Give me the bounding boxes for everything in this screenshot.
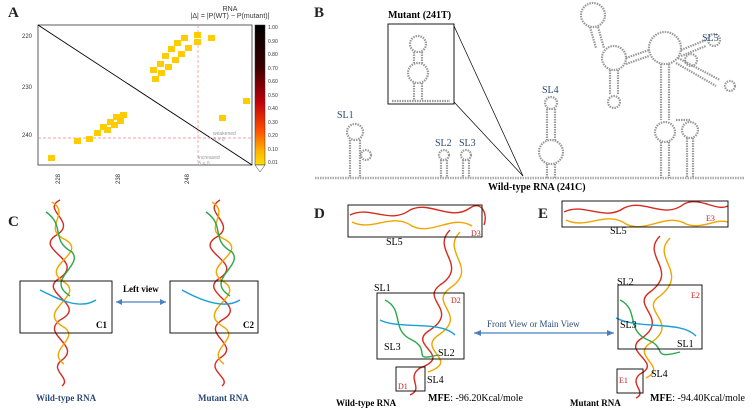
- panel-a-title-line2: |Δ| = |P(WT) − P(mutant)|: [190, 13, 270, 20]
- d-label-d1: D1: [398, 382, 408, 391]
- wildtype-3d-model: [39, 199, 97, 387]
- arrowhead-left: [116, 299, 122, 305]
- e-label-sl1: SL1: [677, 339, 694, 350]
- caption-mutant-c: Mutant RNA: [198, 393, 249, 403]
- cb-tick: 0.40: [268, 106, 278, 112]
- e-label-e3: E3: [706, 214, 715, 223]
- box-c1: [19, 280, 113, 334]
- cb-tick: 0.50: [268, 92, 278, 99]
- inset-zoom-line: [453, 25, 524, 177]
- annotation-weakened-text: weakened: [213, 131, 236, 137]
- label-sl1: SL1: [337, 110, 354, 121]
- panel-a-title-line1: RNA: [222, 6, 238, 13]
- cb-tick: 1.00: [268, 25, 278, 31]
- mfe-mutant: MFE: -94.40Kcal/mole: [650, 393, 745, 404]
- mutant-front-model: [563, 201, 729, 399]
- y-tick-240: 240: [22, 133, 33, 139]
- d-label-sl2: SL2: [438, 348, 455, 359]
- cb-tick: 0.20: [268, 133, 278, 139]
- e-label-sl2: SL2: [617, 277, 634, 288]
- panel-letter-a: A: [8, 5, 19, 21]
- mfe-wildtype: MFE: -96.20Kcal/mole: [428, 393, 523, 404]
- colorbar-tick-labels: 1.00 0.90 0.80 0.70 0.60 0.50 0.40 0.30 …: [268, 22, 278, 171]
- label-sl5: SL5: [702, 33, 719, 44]
- cb-tick: 0.01: [268, 160, 278, 166]
- heatmap-cells: [48, 32, 250, 161]
- label-sl3: SL3: [459, 138, 476, 149]
- caption-wildtype-c: Wild-type RNA: [36, 393, 97, 403]
- box-d1: [395, 366, 426, 392]
- wildtype-front-model: [349, 205, 486, 396]
- box-c2-label: C2: [243, 320, 254, 330]
- mutant-inset-box: [387, 23, 455, 105]
- label-sl4: SL4: [542, 85, 559, 96]
- mutant-3d-model: [181, 199, 241, 387]
- box-d3: [347, 204, 483, 238]
- annotation-increased-sub: Δ < 0: [198, 161, 210, 167]
- caption-wildtype-d: Wild-type RNA: [336, 398, 397, 408]
- mfe-value: : -94.40Kcal/mole: [672, 393, 745, 404]
- panel-letter-b: B: [314, 5, 325, 21]
- panel-letter-e: E: [538, 206, 549, 222]
- e-label-e1: E1: [619, 376, 628, 385]
- label-sl2: SL2: [435, 138, 452, 149]
- front-view-label: Front View or Main View: [487, 319, 580, 329]
- cb-tick: 0.80: [268, 52, 278, 58]
- arrowhead-left: [474, 330, 481, 336]
- e-label-sl3: SL3: [620, 320, 637, 331]
- colorbar-arrow: [254, 164, 266, 173]
- annotation-weakened-sub: Δ > 0: [213, 137, 225, 143]
- heatmap-diagonal: [37, 24, 253, 166]
- panel-letter-d: D: [314, 206, 325, 222]
- box-c1-label: C1: [96, 320, 107, 330]
- e-label-sl4: SL4: [651, 369, 668, 380]
- box-c2: [169, 280, 259, 334]
- mfe-label: MFE: [650, 393, 673, 404]
- panel-a-title: RNA |Δ| = |P(WT) − P(mutant)|: [100, 6, 360, 20]
- box-e2: [617, 284, 703, 350]
- cb-tick: 0.90: [268, 38, 278, 45]
- e-label-e2: E2: [691, 291, 700, 300]
- arrowhead-right: [607, 330, 614, 336]
- d-label-sl1: SL1: [374, 283, 391, 294]
- mfe-value: : -96.20Kcal/mole: [450, 393, 523, 404]
- wildtype-structure-label: Wild-type RNA (241C): [488, 182, 586, 193]
- left-view-label: Left view: [123, 284, 159, 294]
- e-label-sl5: SL5: [610, 226, 627, 237]
- panel-letter-c: C: [8, 214, 19, 230]
- box-e1: [616, 368, 644, 394]
- d-label-sl3: SL3: [384, 342, 401, 353]
- y-tick-230: 230: [22, 85, 33, 91]
- cb-tick: 0.10: [268, 146, 278, 153]
- box-e3: [561, 200, 729, 228]
- annotation-increased-text: increased: [198, 155, 220, 161]
- d-label-sl5: SL5: [386, 237, 403, 248]
- cb-tick: 0.70: [268, 65, 278, 72]
- cb-tick: 0.60: [268, 79, 278, 85]
- mfe-label: MFE: [428, 393, 451, 404]
- annotation-increased: increased Δ < 0: [198, 155, 220, 167]
- inset-zoom-line: [453, 101, 524, 177]
- mutant-inset-label: Mutant (241T): [388, 10, 452, 21]
- d-label-sl4: SL4: [427, 375, 444, 386]
- d-label-d3: D3: [471, 229, 481, 238]
- y-tick-220: 220: [22, 34, 33, 40]
- arrowhead-right: [160, 299, 166, 305]
- box-d2: [376, 292, 465, 360]
- annotation-weakened: weakened Δ > 0: [213, 131, 236, 143]
- d-label-d2: D2: [451, 296, 461, 305]
- cb-tick: 0.30: [268, 119, 278, 126]
- caption-mutant-e: Mutant RNA: [570, 398, 621, 408]
